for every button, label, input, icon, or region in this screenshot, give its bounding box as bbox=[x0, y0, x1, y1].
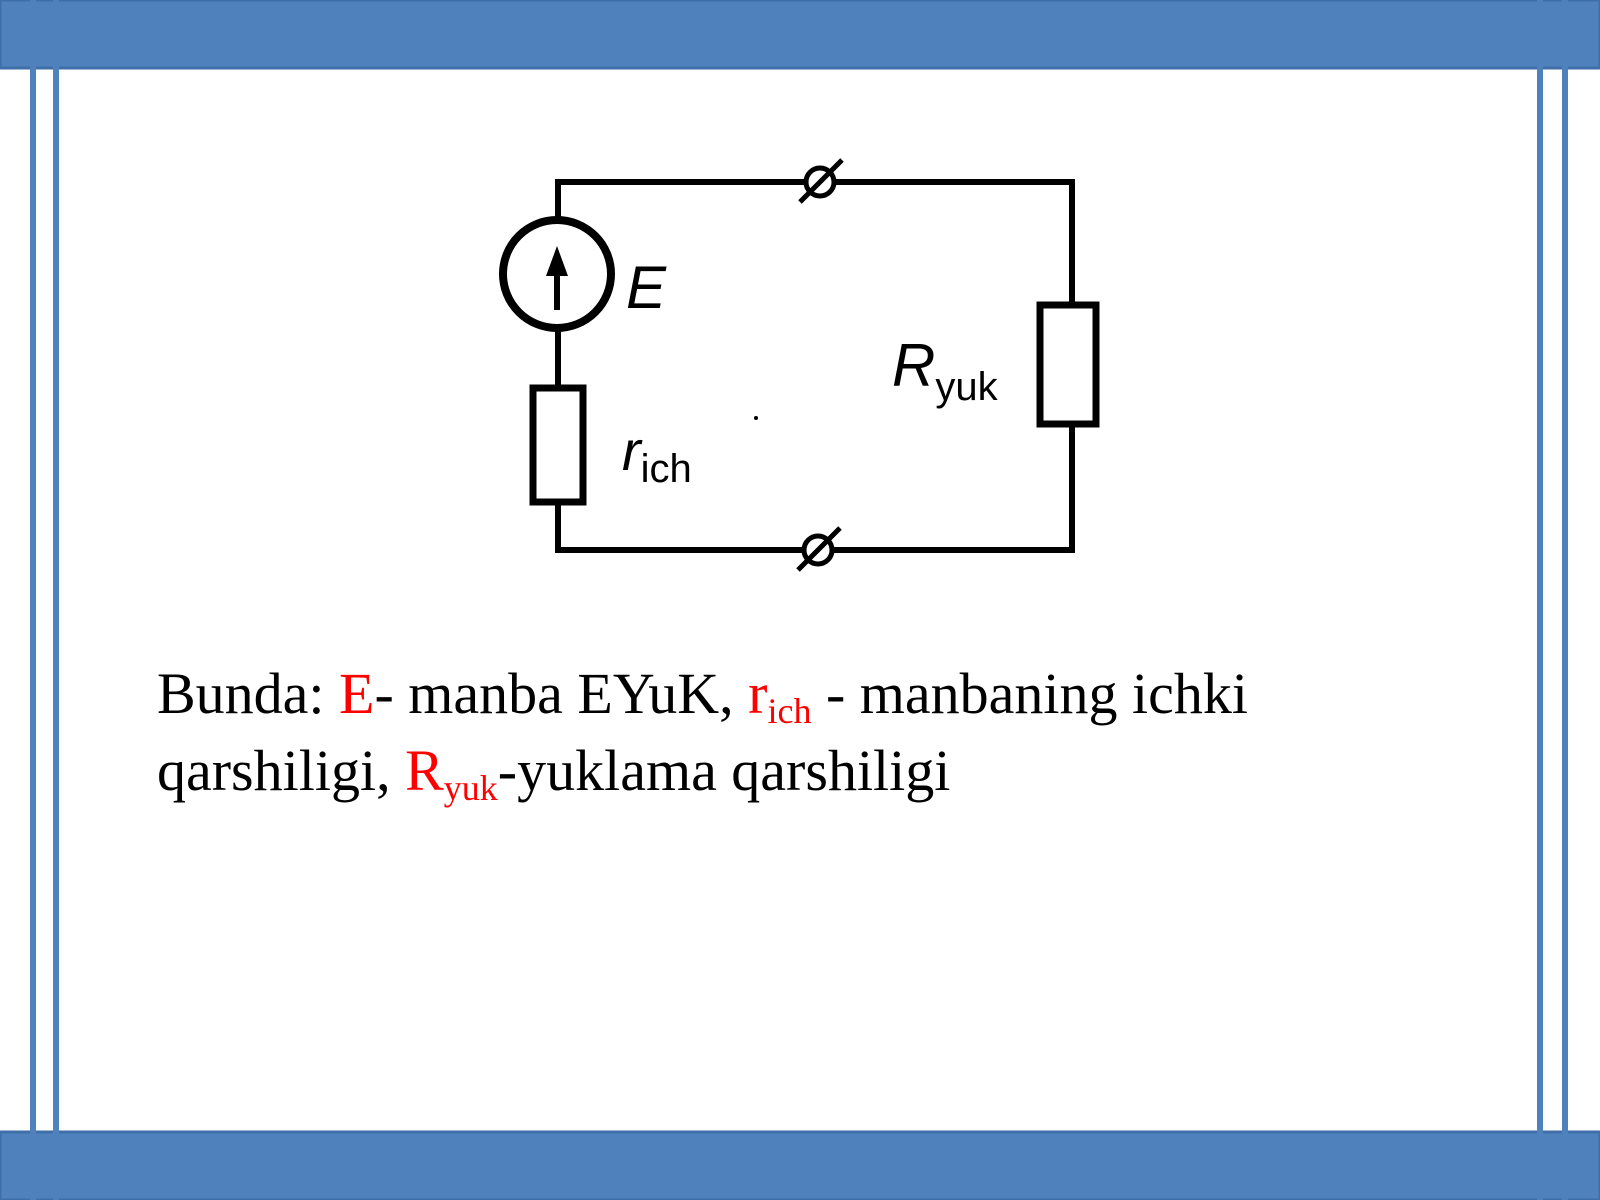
caption-e-desc: - manba EYuK, bbox=[374, 661, 749, 726]
top-band bbox=[0, 0, 1600, 70]
caption-r-symbol: rich bbox=[748, 661, 811, 729]
emf-source-icon bbox=[499, 216, 615, 332]
load-resistor-label: Ryuk bbox=[892, 332, 999, 409]
source-label: E bbox=[626, 254, 667, 321]
caption-r-desc: - manbaning ichki qarshiligi, bbox=[157, 661, 1248, 803]
internal-resistor-label: rich bbox=[622, 419, 692, 491]
caption-R-main: R bbox=[405, 738, 444, 803]
internal-resistor-icon bbox=[529, 384, 587, 506]
caption: Bunda: E- manba EYuK, rich - manbaning i… bbox=[157, 655, 1457, 809]
caption-r-main: r bbox=[748, 661, 768, 726]
caption-R-sub: yuk bbox=[443, 768, 498, 808]
stray-dot bbox=[754, 416, 758, 420]
left-rail-outer bbox=[30, 0, 36, 1200]
caption-e-symbol: E bbox=[339, 661, 375, 726]
caption-r-sub: ich bbox=[767, 691, 812, 731]
left-rail-inner bbox=[53, 0, 59, 1200]
terminal-top-icon bbox=[798, 158, 844, 204]
caption-prefix: Bunda: bbox=[157, 661, 340, 726]
caption-R-desc: -yuklama qarshiligi bbox=[497, 738, 951, 803]
load-resistor-icon bbox=[1036, 301, 1100, 428]
right-rail-inner bbox=[1537, 0, 1543, 1200]
terminal-bottom-icon bbox=[796, 526, 842, 572]
bottom-band bbox=[0, 1130, 1600, 1200]
right-rail-outer bbox=[1562, 0, 1568, 1200]
caption-R-symbol: Ryuk bbox=[405, 738, 498, 806]
